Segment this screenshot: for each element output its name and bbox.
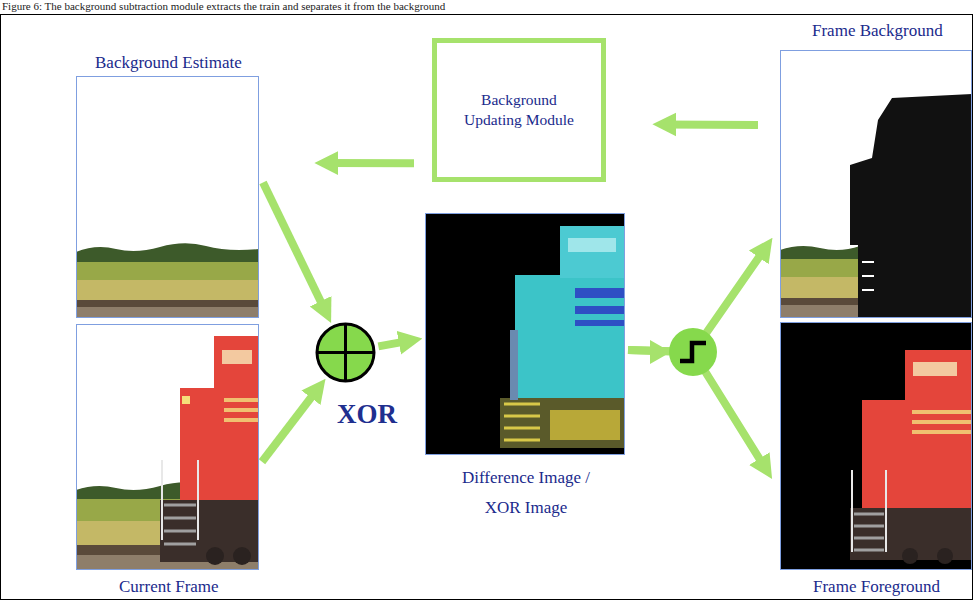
image-caption: Difference Image / XOR Image [451, 463, 601, 523]
background-estimate-image [76, 280, 259, 300]
difference-image [425, 213, 625, 455]
difference-image [504, 404, 540, 440]
frame-background-image [780, 246, 860, 260]
threshold-symbol [669, 328, 717, 376]
background-estimate-image [76, 243, 259, 263]
frame-background-image [780, 298, 860, 305]
background-estimate-image [76, 300, 259, 307]
frame-foreground-image [912, 410, 972, 414]
figure-caption: Figure 6: The background subtraction mod… [2, 0, 445, 13]
current-frame-image [180, 388, 259, 503]
background-estimate-image [76, 307, 259, 318]
current-frame-image [164, 505, 196, 544]
image-caption: Background Estimate [95, 53, 242, 73]
image-panel: Background Estimate [76, 76, 259, 318]
frame-foreground-image [913, 362, 957, 376]
xor-operator: XOR [315, 322, 376, 383]
current-frame-image [76, 324, 259, 570]
frame-background-image [780, 259, 860, 277]
frame-foreground-image [780, 322, 972, 570]
current-frame-image [224, 408, 259, 412]
frame-background-image [862, 262, 874, 290]
image-caption: Current Frame [119, 577, 219, 597]
frame-foreground-image [862, 400, 972, 510]
difference-image [500, 398, 625, 448]
frame-background-image [780, 277, 860, 298]
difference-image [568, 238, 616, 252]
current-frame-image [162, 460, 198, 540]
difference-image [575, 320, 625, 326]
xor-circle [317, 324, 374, 381]
threshold-symbol [650, 340, 671, 364]
frame-background-image [780, 305, 860, 318]
flow-arrow [324, 159, 414, 167]
current-frame-image [214, 336, 259, 392]
image-panel: Frame Background [780, 50, 972, 318]
difference-image [575, 306, 625, 314]
current-frame-image [206, 547, 224, 565]
difference-image [510, 330, 518, 400]
threshold-symbol [680, 343, 706, 361]
background-estimate-image [76, 76, 259, 318]
current-frame-image [224, 398, 259, 402]
frame-foreground-image [854, 514, 884, 550]
frame-background-image [780, 50, 972, 318]
flow-arrow [662, 120, 758, 129]
frame-foreground-image [852, 470, 886, 552]
image-panel: Difference Image / XOR Image [425, 213, 625, 455]
frame-foreground-image [912, 430, 972, 434]
difference-image [560, 226, 625, 278]
difference-image [425, 213, 625, 455]
current-frame-image [233, 547, 251, 565]
current-frame-image [224, 418, 259, 422]
current-frame-image [182, 396, 190, 404]
box-label: Background Updating Module [457, 90, 581, 130]
xor-circle [317, 324, 374, 381]
image-caption: Frame Background [812, 21, 943, 41]
background-estimate-image [76, 76, 259, 318]
current-frame-image [76, 324, 259, 570]
frame-background-image [850, 94, 972, 318]
operator-label: XOR [337, 399, 397, 429]
frame-foreground-image [780, 322, 972, 570]
process-box: Background Updating Module [432, 38, 606, 182]
image-panel: Current Frame [76, 324, 259, 570]
frame-foreground-image [912, 420, 972, 424]
difference-image [575, 288, 625, 298]
image-panel: Frame Foreground [780, 322, 972, 570]
difference-image [515, 275, 625, 400]
image-caption: Frame Foreground [813, 577, 940, 597]
flow-arrow [262, 386, 320, 462]
frame-foreground-image [902, 548, 918, 564]
frame-foreground-image [905, 350, 972, 404]
frame-background-image [780, 50, 972, 318]
current-frame-image [222, 350, 252, 364]
xor-circle [315, 322, 376, 383]
difference-image [550, 410, 620, 440]
frame-foreground-image [937, 548, 953, 564]
background-estimate-image [76, 262, 259, 280]
flow-arrow [263, 183, 327, 315]
flow-arrow [378, 340, 413, 346]
